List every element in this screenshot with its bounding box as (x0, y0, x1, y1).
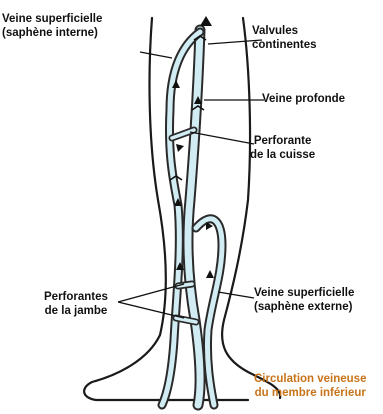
veins (162, 30, 222, 405)
arrow-icon (176, 144, 184, 152)
diagram-caption: Circulation veineuse du membre inférieur (254, 372, 366, 400)
leg-outline-front (222, 18, 280, 398)
label-veine-superficielle-interne: Veine superficielle (saphène interne) (2, 12, 102, 40)
arrow-icon (200, 16, 212, 26)
label-valvules-continentes: Valvules continentes (252, 24, 317, 52)
label-perforantes-jambe: Perforantes de la jambe (44, 290, 108, 318)
label-perforante-cuisse: Perforante de la cuisse (250, 134, 315, 162)
label-veine-profonde: Veine profonde (262, 92, 345, 106)
label-veine-superficielle-externe: Veine superficielle (saphène externe) (254, 286, 354, 314)
arrow-icon (206, 270, 214, 278)
